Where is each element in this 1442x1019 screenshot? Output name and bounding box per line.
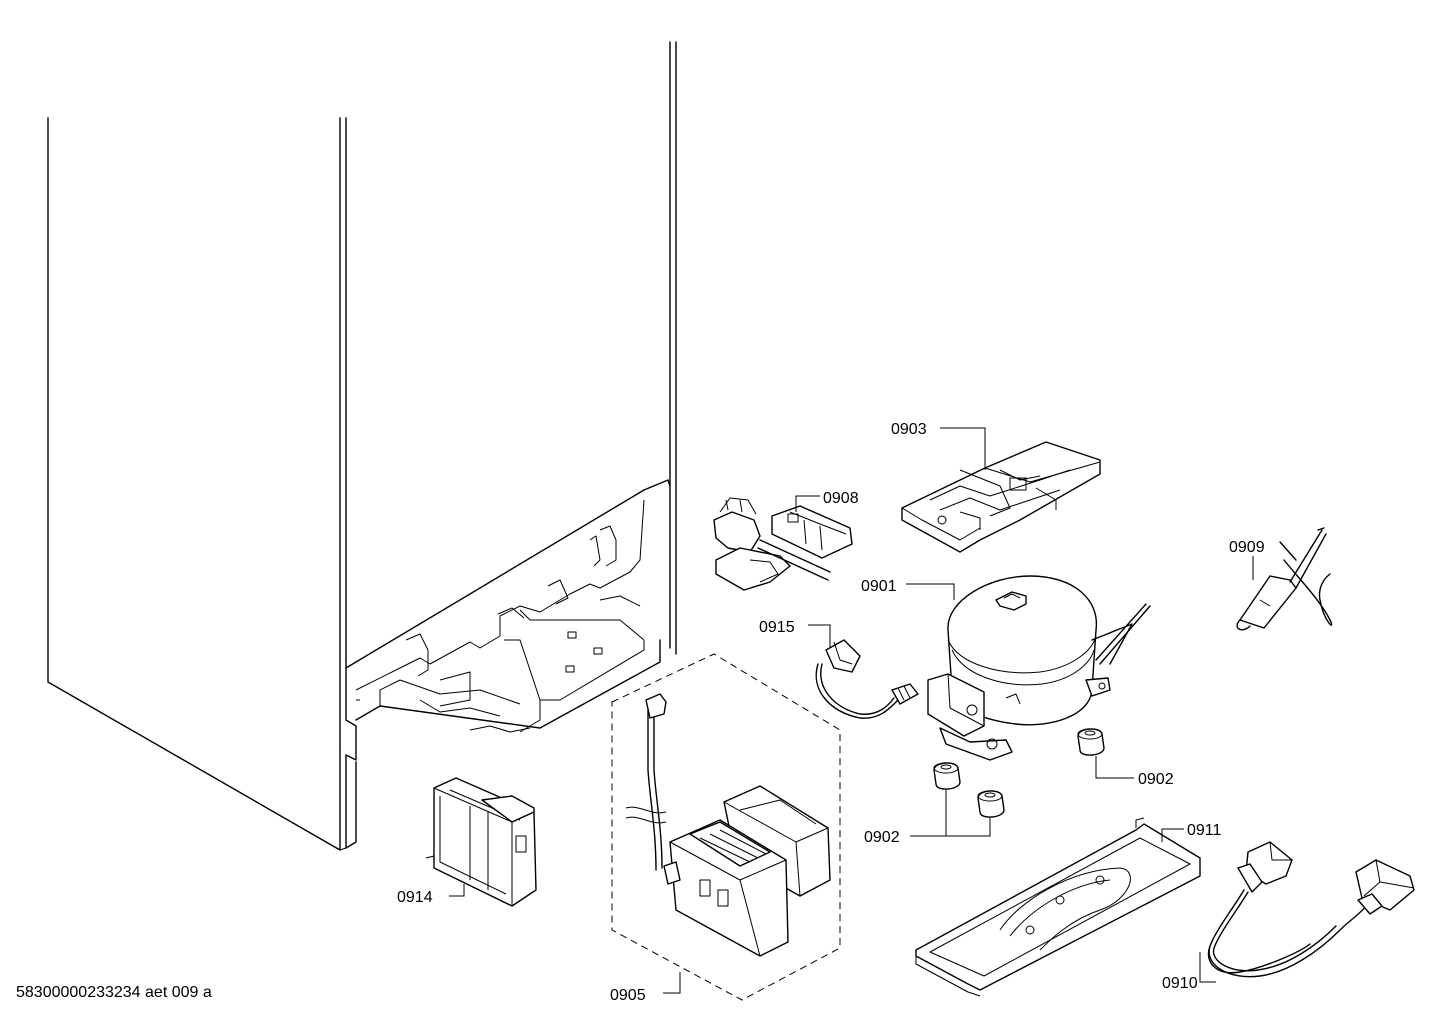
part-0911-base-plate xyxy=(915,817,1201,997)
part-0908-start-device xyxy=(713,497,853,591)
part-0903-cover xyxy=(901,441,1101,553)
part-0902-feet xyxy=(933,728,1105,818)
part-0914-module xyxy=(425,777,537,907)
part-labels: 0903 0908 0909 0901 0915 0902 0902 0911 … xyxy=(16,421,1265,1004)
label-0915: 0915 xyxy=(759,619,795,636)
part-0915-cable xyxy=(815,639,919,719)
label-0902-left: 0902 xyxy=(864,829,900,846)
cabinet-body xyxy=(47,41,677,851)
label-0908: 0908 xyxy=(823,490,859,507)
label-0902-right: 0902 xyxy=(1138,771,1174,788)
label-0914: 0914 xyxy=(397,889,433,906)
part-0909-service-tube xyxy=(1236,527,1333,631)
label-0903: 0903 xyxy=(891,421,927,438)
part-0910-power-cord xyxy=(1207,841,1415,978)
part-0905-inverter-kit xyxy=(611,653,841,1001)
label-0905: 0905 xyxy=(610,987,646,1004)
label-0911: 0911 xyxy=(1187,822,1222,839)
label-0901: 0901 xyxy=(861,578,897,595)
drawing-id: 58300000233234 aet 009 a xyxy=(16,984,212,1001)
leader-lines xyxy=(449,427,1254,994)
part-0901-compressor xyxy=(927,575,1151,761)
label-0910: 0910 xyxy=(1162,975,1198,992)
label-0909: 0909 xyxy=(1229,539,1265,556)
